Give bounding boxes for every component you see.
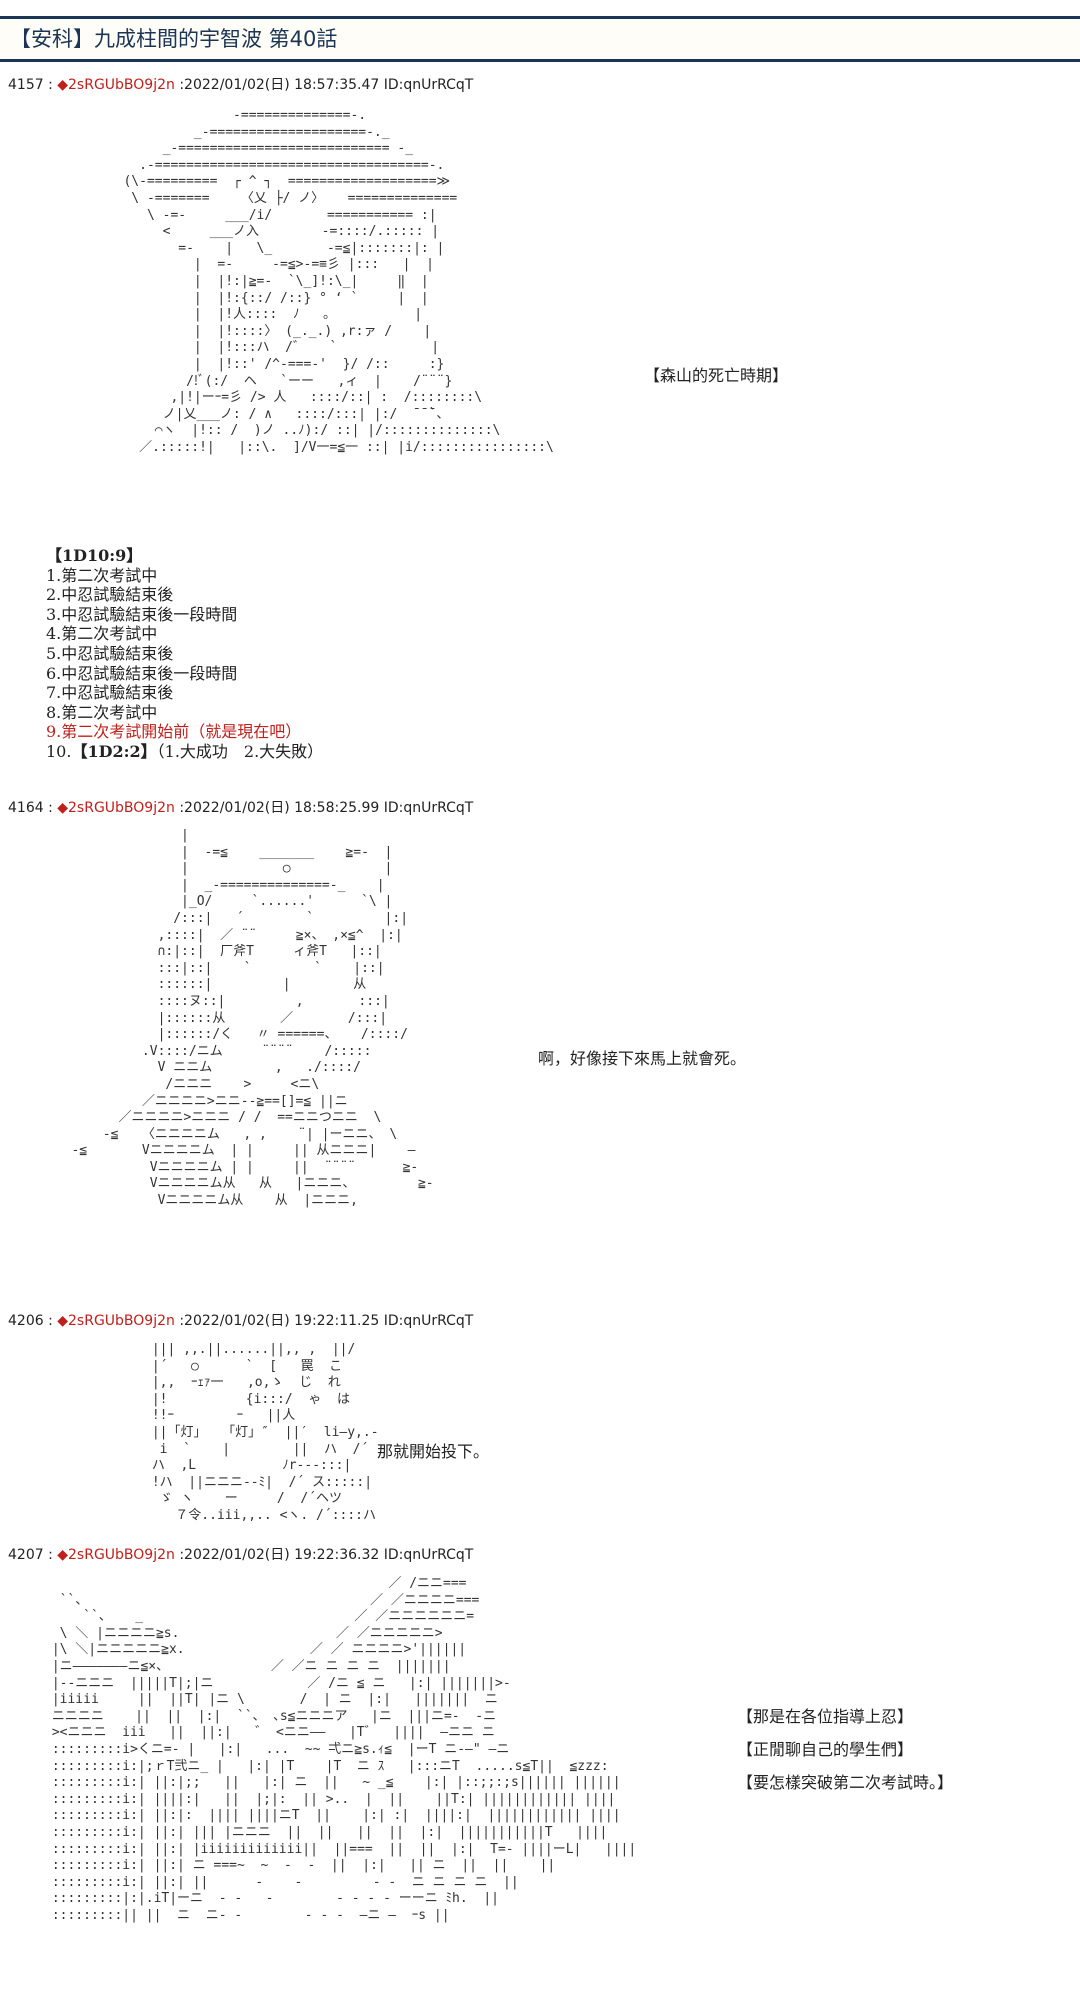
- list-item: 4.第二次考試中: [46, 624, 158, 644]
- post-meta: :2022/01/02(日) 19:22:11.25 ID:qnUrRCqT: [179, 1313, 474, 1329]
- caption: 【正閒聊自己的學生們】: [737, 1740, 914, 1759]
- list-item: 10.【1D2:2】（1.大成功 2.大失敗）: [46, 742, 323, 762]
- list-item: 7.中忍試驗結束後: [46, 683, 174, 703]
- list-item: 6.中忍試驗結束後一段時間: [46, 663, 238, 683]
- post-header: 4157 : ◆2sRGUbBO9j2n :2022/01/02(日) 18:5…: [8, 74, 473, 94]
- poster-trip: ◆2sRGUbBO9j2n: [57, 1313, 175, 1329]
- caption: 那就開始投下。: [377, 1442, 490, 1461]
- caption: 【要怎樣突破第二次考試時。】: [737, 1773, 954, 1792]
- dice-subheader: 【1D2:2】: [71, 741, 157, 761]
- post-number[interactable]: 4206 :: [8, 1313, 53, 1329]
- poster-trip: ◆2sRGUbBO9j2n: [57, 1547, 175, 1563]
- poster-trip: ◆2sRGUbBO9j2n: [57, 800, 175, 816]
- list-item-selected: 9.第二次考試開始前（就是現在吧）: [46, 722, 302, 742]
- caption: 啊，好像接下來馬上就會死。: [538, 1049, 747, 1068]
- post-meta: :2022/01/02(日) 19:22:36.32 ID:qnUrRCqT: [179, 1547, 474, 1563]
- poster-trip: ◆2sRGUbBO9j2n: [57, 77, 175, 93]
- post-meta: :2022/01/02(日) 18:58:25.99 ID:qnUrRCqT: [179, 800, 474, 816]
- post-header: 4207 : ◆2sRGUbBO9j2n :2022/01/02(日) 19:2…: [8, 1544, 473, 1564]
- list-item-text: （1.大成功 2.大失敗）: [156, 741, 324, 761]
- list-item: 3.中忍試驗結束後一段時間: [46, 604, 238, 624]
- ascii-art: | | -=≦ _______ ≧=- | | ○ | | _-========…: [71, 828, 434, 1209]
- post-number[interactable]: 4164 :: [8, 800, 53, 816]
- ascii-art: -==============-. _-====================…: [123, 108, 554, 455]
- list-item-number: 10.: [46, 741, 72, 761]
- list-item: 2.中忍試驗結束後: [46, 585, 174, 605]
- ascii-art: ／ /ニニ=== ``、 ／ ／ニニニニ=== ``、 _ ／ ／ニニニニニニ=…: [51, 1576, 637, 1923]
- thread-title: 【安科】九成柱間的宇智波 第40話: [10, 27, 338, 51]
- thread-title-bar: 【安科】九成柱間的宇智波 第40話: [0, 16, 1080, 62]
- post-meta: :2022/01/02(日) 18:57:35.47 ID:qnUrRCqT: [179, 77, 474, 93]
- caption: 【那是在各位指導上忍】: [737, 1707, 914, 1726]
- ascii-art: ||| ,,.||......||,, , ||/ |´ ○ ` [ 罠 こ |…: [151, 1342, 379, 1523]
- caption: 【森山的死亡時期】: [644, 366, 789, 385]
- dice-result-list: 【1D10:9】 1.第二次考試中 2.中忍試驗結束後 3.中忍試驗結束後一段時…: [46, 546, 323, 762]
- list-item: 5.中忍試驗結束後: [46, 643, 174, 663]
- post-header: 4164 : ◆2sRGUbBO9j2n :2022/01/02(日) 18:5…: [8, 797, 473, 817]
- post-number[interactable]: 4207 :: [8, 1547, 53, 1563]
- dice-header: 【1D10:9】: [46, 546, 143, 565]
- list-item: 1.第二次考試中: [46, 565, 158, 585]
- post-header: 4206 : ◆2sRGUbBO9j2n :2022/01/02(日) 19:2…: [8, 1310, 473, 1330]
- list-item: 8.第二次考試中: [46, 702, 158, 722]
- post-number[interactable]: 4157 :: [8, 77, 53, 93]
